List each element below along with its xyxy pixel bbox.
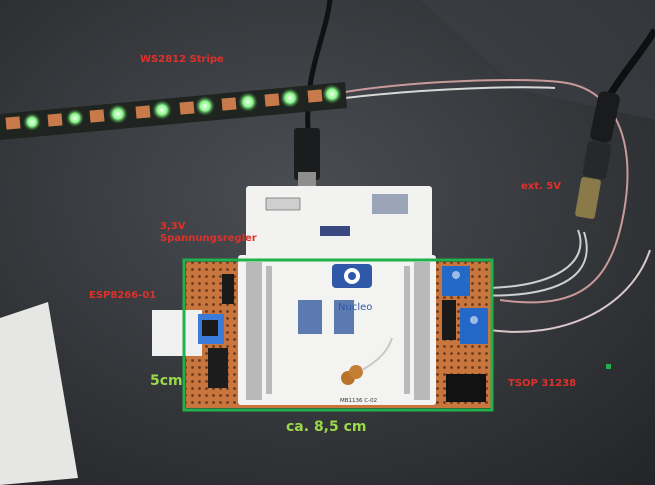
size-frame	[182, 258, 494, 412]
esp8266-module	[152, 310, 224, 356]
nucleo-brand-text: Nucleo	[338, 302, 372, 313]
dc-jack	[575, 91, 620, 219]
label-esp8266: ESP8266-01	[89, 290, 157, 301]
wire-tsop	[489, 249, 651, 333]
capacitors	[341, 337, 393, 385]
label-ws2812-stripe: WS2812 Stripe	[140, 54, 224, 65]
header-pins	[246, 262, 430, 400]
usb-plug	[294, 128, 320, 180]
desk-reflection	[420, 0, 655, 120]
regulator-header	[222, 274, 234, 304]
label-regulator-name: Spannungsregler	[160, 233, 257, 244]
label-ext-5v: ext. 5V	[521, 181, 561, 192]
stripe-wire-white	[344, 86, 556, 99]
board-model-text: MB1136 C-02	[340, 398, 377, 404]
black-header-left	[208, 348, 228, 388]
label-width: ca. 8,5 cm	[286, 419, 367, 435]
led-lights	[23, 84, 342, 131]
white-paper	[0, 302, 78, 485]
label-regulator-voltage: 3,3V	[160, 221, 186, 232]
tsop-header	[446, 374, 486, 402]
nucleo-logo: Nucleo	[332, 264, 372, 313]
screw-terminals	[442, 266, 488, 344]
led-strip	[0, 82, 347, 140]
wire-5v-b	[469, 231, 588, 297]
label-tsop: TSOP 31238	[508, 378, 577, 389]
label-height: 5cm	[150, 373, 183, 389]
stripe-wire-red	[344, 79, 629, 304]
green-marker-dot	[606, 364, 611, 369]
power-cable	[606, 28, 655, 97]
wire-5v-a	[469, 229, 582, 290]
